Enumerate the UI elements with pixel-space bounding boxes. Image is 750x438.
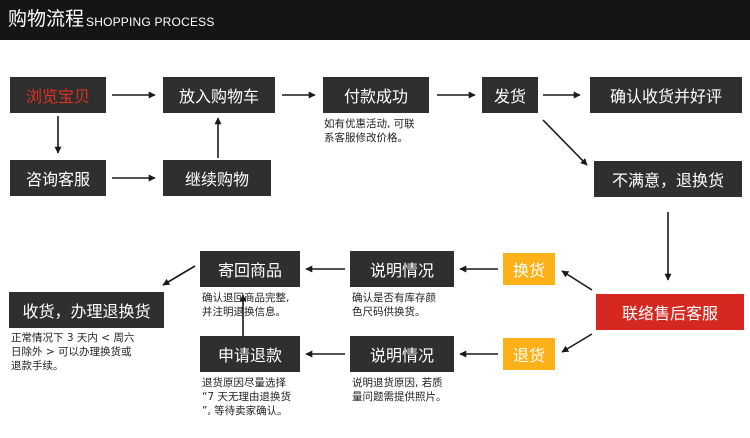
receive-note-line: 正常情况下 3 天内 < 周六 (11, 332, 135, 344)
arrow-contact-to-exchange (561, 270, 593, 291)
page-subtitle: SHOPPING PROCESS (86, 15, 215, 29)
arrow-ship-to-unsatisfied (542, 119, 588, 166)
step-payment: 付款成功 (323, 77, 429, 113)
arrow-contact-to-refund (561, 333, 593, 353)
step-explain-exchange: 说明情况 (350, 251, 454, 287)
explain-exchange-note-line: 色尺码供换货。 (352, 306, 426, 318)
apply-refund-note: 退货原因尽量选择 “7 天无理由退换货 ”, 等待卖家确认。 (202, 376, 291, 418)
payment-note-line: 系客服修改价格。 (324, 132, 408, 144)
page-title: 购物流程 (8, 8, 85, 30)
send-back-note-line: 并注明退换信息。 (202, 306, 286, 318)
step-browse: 浏览宝贝 (10, 77, 106, 113)
step-send-back: 寄回商品 (200, 251, 300, 287)
explain-exchange-note-line: 确认是否有库存颜 (352, 292, 436, 304)
step-explain-refund: 说明情况 (350, 336, 454, 372)
receive-note: 正常情况下 3 天内 < 周六 日除外 > 可以办理换货或 退款手续。 (11, 331, 134, 373)
explain-refund-note: 说明退货原因, 若质 量问题需提供照片。 (352, 376, 447, 404)
explain-refund-note-line: 说明退货原因, 若质 (352, 377, 443, 389)
explain-exchange-note: 确认是否有库存颜 色尺码供换货。 (352, 291, 436, 319)
step-refund: 退货 (503, 338, 555, 370)
header-bar: 购物流程 SHOPPING PROCESS (0, 0, 750, 40)
step-ship: 发货 (482, 77, 538, 113)
receive-note-line: 退款手续。 (11, 360, 64, 372)
arrow-sendback-to-receive (162, 265, 196, 286)
receive-note-line: 日除外 > 可以办理换货或 (11, 346, 132, 358)
step-unsatisfied: 不满意，退换货 (594, 161, 742, 197)
apply-refund-note-line: “7 天无理由退换货 (202, 391, 291, 403)
step-receive-refund: 收货，办理退换货 (9, 292, 164, 328)
send-back-note: 确认退回商品完整, 并注明退换信息。 (202, 291, 289, 319)
explain-refund-note-line: 量问题需提供照片。 (352, 391, 447, 403)
step-confirm: 确认收货并好评 (590, 77, 742, 113)
step-exchange: 换货 (503, 253, 555, 285)
send-back-note-line: 确认退回商品完整, (202, 292, 290, 304)
payment-note-line: 如有优惠活动, 可联 (324, 118, 415, 130)
step-add-cart: 放入购物车 (163, 77, 275, 113)
apply-refund-note-line: ”, 等待卖家确认。 (202, 405, 288, 417)
apply-refund-note-line: 退货原因尽量选择 (202, 377, 286, 389)
step-contact-service: 联络售后客服 (596, 294, 744, 330)
payment-note: 如有优惠活动, 可联 系客服修改价格。 (324, 117, 415, 145)
step-apply-refund: 申请退款 (200, 336, 300, 372)
step-continue-shopping: 继续购物 (163, 160, 271, 196)
step-consult: 咨询客服 (10, 160, 106, 196)
